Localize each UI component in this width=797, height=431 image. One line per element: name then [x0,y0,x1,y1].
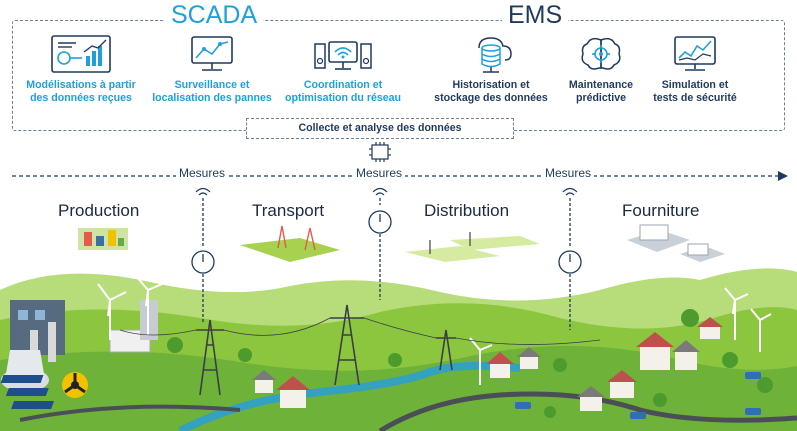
chart-monitor-icon [674,36,716,71]
sensor-1 [191,198,215,322]
brain-icon [581,37,621,70]
database-icon [478,37,512,73]
measure-label-3: Mesures [542,166,595,180]
ems-title: EMS [502,2,569,29]
processor-chip-icon [369,142,391,162]
scada-title: SCADA [165,2,264,29]
production-mini-illustration [78,228,128,250]
stage-transport: Transport [252,201,325,220]
sensor-3 [558,198,582,330]
distribution-mini-illustration [405,232,540,262]
supply-mini-illustration [627,224,725,262]
stage-supply: Fourniture [622,201,700,220]
data-model-icon [51,35,111,73]
sensor-2 [368,198,392,300]
measure-label-1: Mesures [176,166,229,180]
measure-label-2: Mesures [353,166,406,180]
data-collection-box: Collecte et analyse des données [246,118,514,139]
monitoring-icon [191,36,233,71]
coordination-icon [314,41,372,70]
stage-distribution: Distribution [424,201,510,220]
stage-production: Production [58,201,140,220]
transport-mini-illustration [240,225,340,262]
